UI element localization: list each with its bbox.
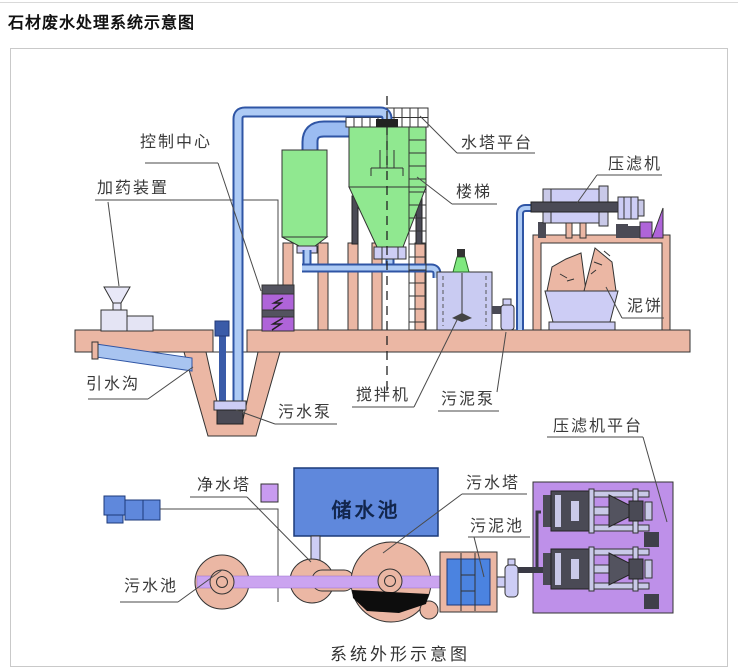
label-sludge-pump: 污泥泵 bbox=[441, 390, 495, 408]
label-sludge-pool: 污泥池 bbox=[470, 517, 524, 535]
label-diversion-ditch: 引水沟 bbox=[86, 375, 140, 393]
diversion-ditch bbox=[91, 341, 193, 372]
sewage-tower-shadow bbox=[352, 590, 429, 613]
storage-pool-pipe bbox=[310, 535, 321, 563]
pump-house-boxes bbox=[103, 495, 161, 524]
ground-platform bbox=[74, 329, 691, 353]
label-water-tower-platform: 水塔平台 bbox=[461, 134, 533, 152]
tower-ladder bbox=[408, 127, 427, 330]
mud-bin bbox=[544, 290, 619, 323]
mud-texture bbox=[559, 250, 611, 282]
tank-top-cap bbox=[376, 119, 398, 127]
label-sewage-tower: 污水塔 bbox=[466, 474, 520, 492]
label-storage-pool: 储水池 bbox=[332, 498, 401, 522]
small-clarifier-tank bbox=[281, 149, 329, 254]
filter-press bbox=[530, 185, 664, 239]
sludge-riser-pipe bbox=[516, 204, 548, 330]
lightning-icon bbox=[270, 297, 284, 331]
label-clean-water-tower: 净水塔 bbox=[197, 476, 251, 494]
upper-labels: 控制中心 加药装置 水塔平台 楼梯 压滤机 泥饼 引水沟 污水泵 搅拌机 污泥泵 bbox=[86, 115, 664, 425]
label-filter-press-platform: 压滤机平台 bbox=[553, 417, 643, 435]
control-cable bbox=[170, 199, 279, 288]
press-accessory-2 bbox=[644, 594, 659, 609]
filter-press-top-view-1 bbox=[542, 488, 653, 534]
dosing-device bbox=[100, 286, 154, 332]
sewage-pump-unit bbox=[213, 320, 247, 425]
storage-pool bbox=[293, 467, 439, 537]
page-title: 石材废水处理系统示意图 bbox=[8, 15, 196, 32]
sewage-tower-ear bbox=[419, 600, 439, 620]
label-mixer: 搅拌机 bbox=[356, 386, 410, 404]
overflow-pipe bbox=[301, 120, 352, 153]
label-sewage-pool: 污水池 bbox=[124, 577, 178, 595]
label-control-center: 控制中心 bbox=[140, 133, 212, 151]
page-top-divider bbox=[0, 2, 738, 3]
pool-center-rings bbox=[209, 568, 403, 595]
control-box bbox=[261, 284, 295, 332]
label-filter-press: 压滤机 bbox=[608, 155, 662, 173]
sludge-pump-unit bbox=[492, 298, 515, 331]
filter-press-top-view-2 bbox=[542, 546, 653, 592]
press-accessory-1 bbox=[644, 532, 659, 547]
site-boundary-line bbox=[160, 508, 279, 602]
clean-water-tower-square bbox=[260, 483, 279, 503]
mixer-tank bbox=[436, 249, 493, 331]
label-sewage-pump: 污水泵 bbox=[278, 403, 332, 421]
label-dosing-device: 加药装置 bbox=[97, 179, 169, 197]
sludge-pool-box bbox=[439, 551, 498, 613]
lower-labels: 压滤机平台 净水塔 污水塔 污泥池 污水池 储水池 系统外形示意图 bbox=[120, 417, 668, 664]
mud-cake-pile bbox=[546, 247, 617, 292]
diagram-caption: 系统外形示意图 bbox=[330, 645, 470, 664]
transfer-pump bbox=[496, 558, 519, 598]
label-mud-cake: 泥饼 bbox=[627, 297, 663, 315]
mud-cake-room bbox=[532, 234, 671, 331]
label-stairs: 楼梯 bbox=[456, 183, 492, 201]
